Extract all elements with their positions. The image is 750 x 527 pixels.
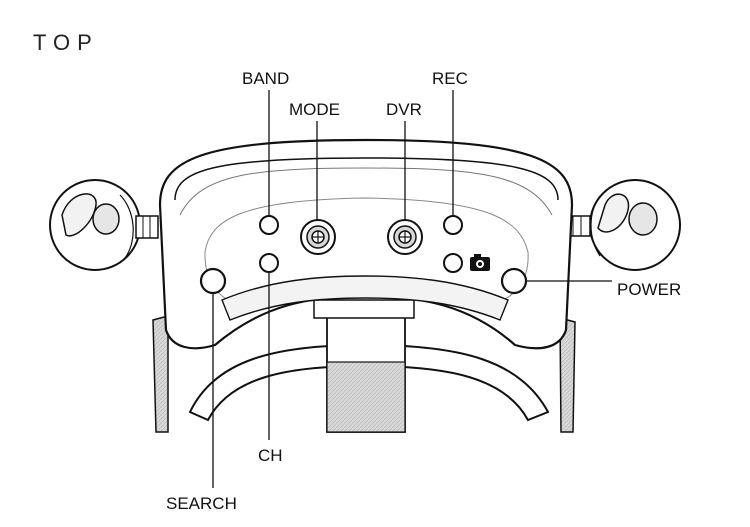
strap-icon (152, 315, 576, 433)
dvr-joystick-icon (387, 219, 423, 255)
snapshot-button (443, 253, 463, 273)
band-button (259, 215, 279, 235)
headband (188, 343, 550, 422)
search-label: SEARCH (166, 494, 237, 513)
right-earphone-icon (565, 179, 681, 271)
power-label: POWER (617, 280, 682, 299)
rec-button (443, 215, 463, 235)
rec-label: REC (432, 69, 468, 88)
mode-label: MODE (289, 100, 340, 119)
search-button (199, 267, 227, 295)
ch-label: CH (258, 446, 283, 465)
camera-icon (470, 254, 490, 271)
dvr-label: DVR (386, 100, 422, 119)
band-label: BAND (242, 69, 290, 88)
mode-joystick-icon (300, 219, 336, 255)
center-strap (313, 299, 415, 433)
power-button (500, 267, 528, 295)
leader-lines (212, 90, 612, 488)
goggle-body (158, 138, 574, 350)
left-earphone-icon (49, 179, 159, 271)
diagram-title: TOP (33, 30, 99, 55)
ch-button (259, 253, 279, 273)
